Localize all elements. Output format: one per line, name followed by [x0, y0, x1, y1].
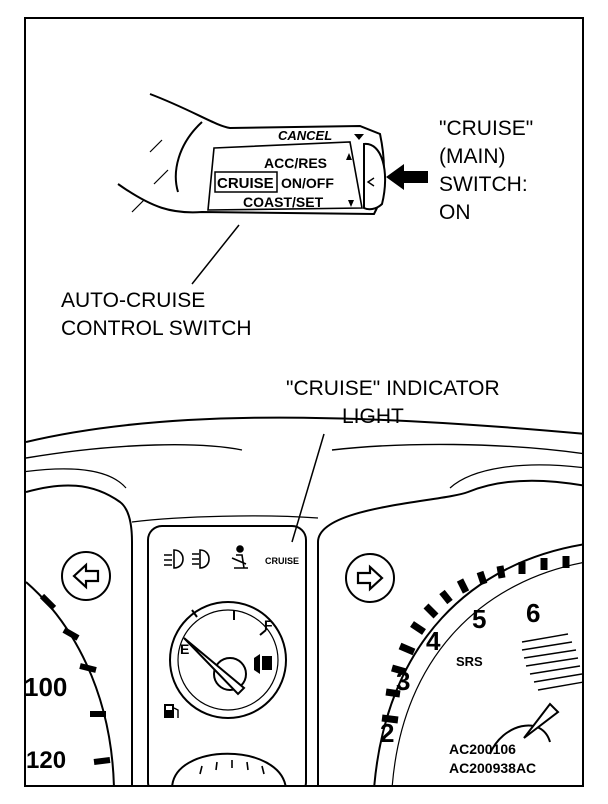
tach-needle	[523, 702, 560, 739]
srs-label: SRS	[456, 654, 483, 669]
up-arrow-icon	[346, 153, 352, 160]
tach-6-label: 6	[526, 598, 540, 628]
cancel-label: CANCEL	[278, 128, 332, 143]
cruise-indicator-label: "CRUISE" INDICATOR LIGHT	[286, 375, 500, 431]
cruise-button-label: CRUISE	[217, 175, 274, 192]
speedo-120-label: 120	[26, 747, 66, 774]
cancel-arrow-icon	[354, 134, 364, 140]
cruise-main-switch-label: "CRUISE" (MAIN) SWITCH: ON	[439, 115, 533, 227]
auto-cruise-switch-label: AUTO-CRUISE CONTROL SWITCH	[61, 287, 252, 343]
tach-4-label: 4	[426, 626, 441, 656]
cruise-main-line-3: SWITCH:	[439, 173, 528, 196]
fog-light-icon	[164, 549, 184, 569]
tach-ticks	[381, 556, 570, 724]
auto-cruise-line-2: CONTROL SWITCH	[61, 317, 252, 340]
warning-lights-row	[164, 545, 248, 569]
tach-3-label: 3	[396, 666, 410, 696]
left-arrow-icon	[72, 562, 100, 590]
seatbelt-icon	[231, 545, 248, 569]
indicator-line-1: "CRUISE" INDICATOR	[286, 377, 500, 400]
auto-cruise-leader-line	[191, 224, 240, 285]
down-arrow-icon	[348, 200, 354, 207]
temp-gauge-ticks	[199, 760, 265, 775]
cruise-main-line-1: "CRUISE"	[439, 117, 534, 140]
fuel-full-label: F	[264, 617, 273, 633]
fuel-pump-icon	[164, 654, 272, 718]
speedo-100-label: 100	[26, 672, 67, 702]
right-arrow-icon	[356, 564, 384, 592]
speedo-ticks	[39, 593, 111, 765]
tach-5-label: 5	[472, 604, 486, 634]
figure-frame: CANCEL ACC/RES CRUISE ON/OFF COAST/SET	[24, 17, 584, 787]
auto-cruise-line-1: AUTO-CRUISE	[61, 289, 206, 312]
fuel-needle	[183, 637, 246, 696]
cruise-main-line-2: (MAIN)	[439, 145, 506, 168]
coast-set-label: COAST/SET	[243, 194, 324, 210]
figure-code-1: AC200106	[449, 741, 516, 757]
headlight-icon	[192, 549, 210, 569]
tach-redline-hatch	[521, 633, 582, 691]
on-off-label: ON/OFF	[281, 175, 334, 191]
cruise-control-stalk	[117, 93, 387, 216]
tach-2-label: 2	[380, 718, 394, 748]
cruise-main-line-4: ON	[439, 201, 471, 224]
figure-code-2: AC200938AC	[449, 760, 537, 776]
acc-res-label: ACC/RES	[264, 155, 327, 171]
right-turn-indicator	[345, 553, 395, 603]
cruise-button-box	[214, 171, 278, 193]
illustration: CANCEL ACC/RES CRUISE ON/OFF COAST/SET	[26, 93, 582, 785]
indicator-leader-line	[291, 433, 325, 543]
cruise-indicator-light: CRUISE	[265, 556, 299, 566]
indicator-line-2: LIGHT	[342, 405, 404, 428]
instrument-cluster	[26, 416, 582, 785]
fuel-empty-label: E	[180, 641, 189, 657]
main-switch-arrow-icon	[386, 164, 428, 190]
left-turn-indicator	[61, 551, 111, 601]
